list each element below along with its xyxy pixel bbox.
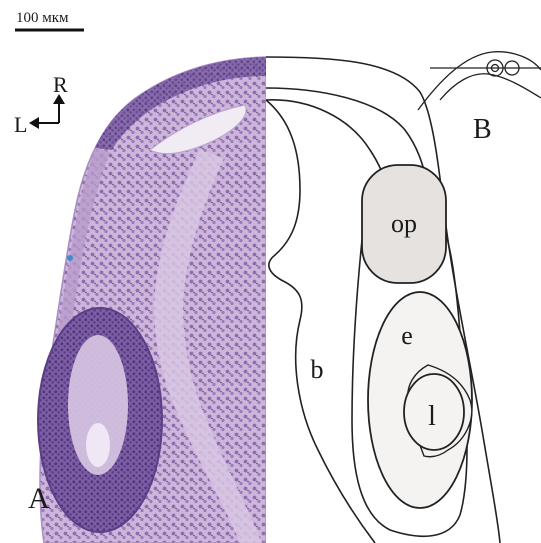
brain-outline [266, 100, 375, 543]
lateral-label: L [14, 112, 27, 137]
blue-speck [67, 255, 73, 261]
lateral-arrow-head [29, 117, 39, 129]
scale-bar-label: 100 мкм [16, 10, 69, 26]
inset-head-outline [418, 52, 541, 110]
label-brain: b [311, 355, 324, 384]
label-lens: l [428, 401, 436, 432]
panel-label-b: B [473, 114, 492, 145]
histology-section [38, 57, 266, 543]
inner-contour-2 [266, 100, 382, 172]
eye-rosette-core [86, 423, 110, 467]
inset-schematic [418, 52, 541, 110]
label-eye: e [401, 321, 413, 350]
inset-inner-outline [440, 74, 541, 100]
panel-label-a: A [28, 482, 50, 515]
orientation-indicator: R L [14, 72, 68, 137]
label-optic: op [391, 209, 417, 238]
rostral-label: R [53, 72, 68, 97]
